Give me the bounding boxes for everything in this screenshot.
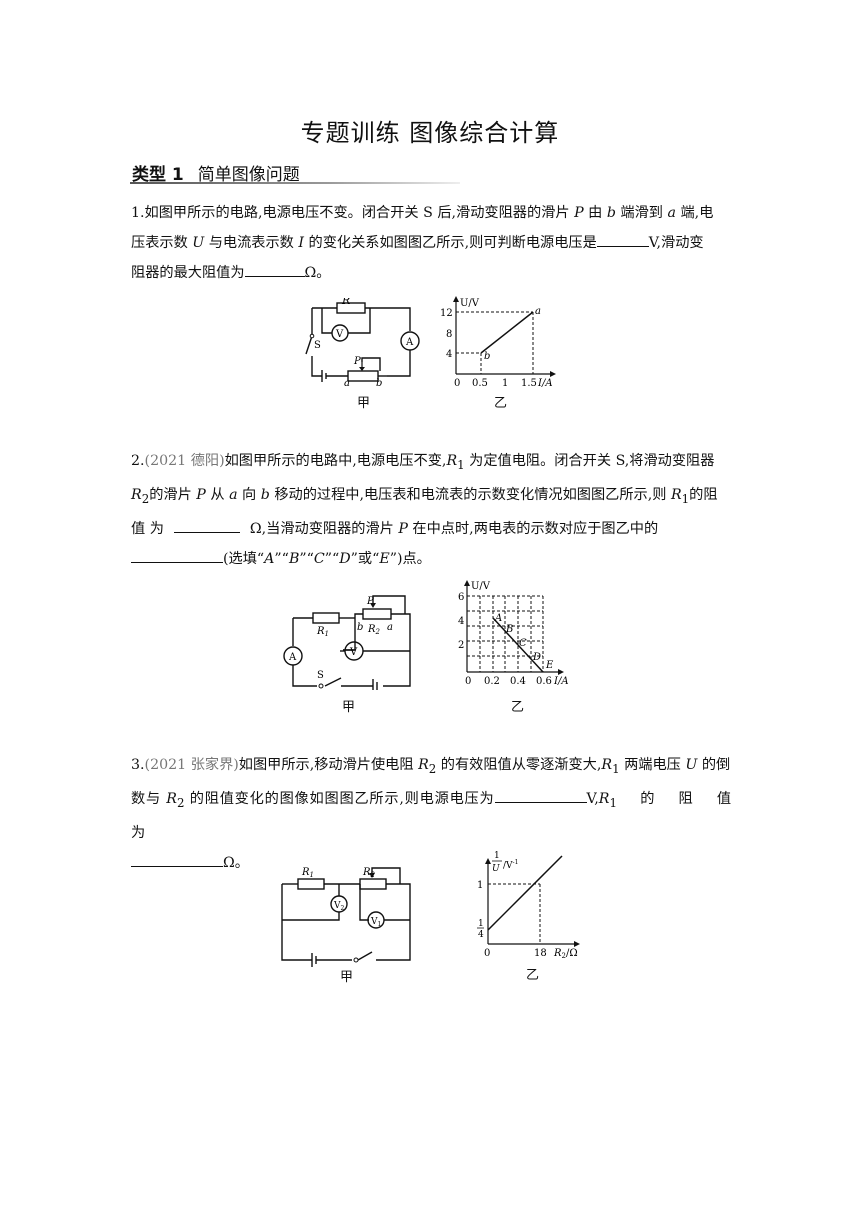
question-1: 1.如图甲所示的电路,电源电压不变。闭合开关 S 后,滑动变阻器的滑片 P 由 …: [131, 198, 731, 288]
q2-end-a-label: a: [387, 622, 393, 633]
q3-voltmeter-2-label: V2: [333, 901, 345, 912]
q1-xtick: 1: [502, 378, 508, 389]
q2-label-R2: R2: [367, 624, 381, 636]
q2-xtick: 0.6: [536, 676, 552, 687]
q3-voltmeter-1-label: V1: [370, 917, 381, 928]
question-2: 2.(2021 德阳)如图甲所示的电路中,电源电压不变,R1 为定值电阻。闭合开…: [131, 446, 731, 574]
section-name: 简单图像问题: [197, 165, 300, 185]
q1-point-a: a: [535, 306, 541, 317]
q2-point-B: B: [505, 624, 513, 635]
q2-ytick: 2: [458, 640, 464, 651]
q2-ytick: 4: [458, 616, 464, 627]
q3-inverse-u-graph: 1 U /V-1 1 1 4 0 18 R2/Ω: [477, 851, 580, 960]
q3-ytick-quarter-num: 1: [478, 919, 484, 929]
page-title: 专题训练 图像综合计算: [300, 119, 560, 147]
q1-xtick: 0.5: [472, 378, 488, 389]
q1-ytick: 12: [440, 308, 453, 319]
q3-label-R1: R1: [301, 867, 314, 879]
q1-caption-jia: 甲: [357, 396, 371, 411]
q1-switch-label: S: [314, 340, 321, 351]
q2-ylabel: U/V: [471, 581, 491, 592]
q1-caption-yi: 乙: [494, 396, 508, 411]
q1-end-b-label: b: [376, 378, 382, 388]
q3-ylabel-fraction: 1: [494, 851, 500, 861]
q1-xlabel: I/A: [537, 378, 553, 389]
q2-line-2: R2的滑片 P 从 a 向 b 移动的过程中,电压表和电流表的示数变化情况如图图…: [131, 486, 718, 506]
q3-line-3: Ω。: [131, 848, 731, 878]
q2-xtick: 0: [465, 676, 471, 687]
q2-ammeter-label: A: [288, 652, 297, 663]
q2-xtick: 0.4: [510, 676, 526, 687]
q3-xtick: 18: [534, 948, 547, 959]
q3-caption-jia: 甲: [340, 970, 354, 985]
q1-blank-voltage[interactable]: [596, 232, 649, 247]
q2-xtick: 0.2: [484, 676, 500, 687]
q3-data-line: [487, 855, 563, 931]
q3-caption-yi: 乙: [526, 968, 540, 983]
q2-point-C: C: [519, 638, 527, 649]
q1-data-line: [480, 311, 534, 354]
q2-ytick: 6: [458, 592, 464, 603]
q2-caption-jia: 甲: [342, 700, 356, 715]
q2-switch-label: S: [317, 670, 324, 681]
q2-circuit-diagram: P R1 R2 b a A S: [283, 595, 411, 690]
q2-label-R1: R1: [316, 626, 329, 638]
q1-ytick: 8: [446, 329, 452, 340]
q2-uv-graph: U/V 6 4 2 0 0.2 0.4 0.6 I/A A B C D E: [458, 580, 569, 687]
q1-blank-resistance[interactable]: [244, 262, 305, 277]
q2-blank-resistance[interactable]: [173, 518, 240, 533]
q1-xtick: 1.5: [521, 378, 537, 389]
q1-slider-P-label: P: [353, 356, 361, 367]
q1-voltmeter-label: V: [335, 329, 344, 340]
q1-point-b: b: [484, 351, 490, 362]
q1-ylabel: U/V: [460, 298, 480, 309]
q2-point-A: A: [494, 613, 502, 624]
section-tag: 类型 1: [132, 165, 184, 185]
q3-blank-voltage[interactable]: [494, 788, 587, 803]
q2-voltmeter: V: [340, 641, 410, 661]
q1-xtick: 0: [454, 378, 460, 389]
section-header: 类型 1 简单图像问题: [130, 158, 460, 185]
q3-blank-resistance[interactable]: [131, 852, 223, 867]
q3-circuit-diagram: R1 R2 V2 V1: [281, 867, 411, 967]
q3-ytick-quarter-den: 4: [478, 930, 484, 940]
q1-ammeter-label: A: [405, 337, 414, 348]
q1-ytick: 4: [446, 349, 452, 360]
section-underline: [130, 182, 460, 184]
q2-caption-yi: 乙: [511, 700, 525, 715]
q2-line-4: (选填“A”“B”“C”“D”或“E”)点。: [131, 544, 731, 574]
q3-xlabel: R2/Ω: [553, 948, 578, 960]
q1-circuit-diagram: R V A S P a b: [305, 298, 420, 388]
question-3: 3.(2021 张家界)如图甲所示,移动滑片使电阻 R2 的有效阻值从零逐渐变大…: [131, 750, 731, 878]
q3-ylabel-den: U: [492, 864, 500, 874]
q1-end-a-label: a: [344, 378, 350, 388]
q1-label-R: R: [341, 298, 350, 307]
q2-line-1: 2.(2021 德阳)如图甲所示的电路中,电源电压不变,R1 为定值电阻。闭合开…: [131, 453, 715, 472]
q1-line-1: 1.如图甲所示的电路,电源电压不变。闭合开关 S 后,滑动变阻器的滑片 P 由 …: [131, 205, 714, 221]
q1-uv-graph: U/V 12 8 4 0 0.5 1 1.5 I/A a b: [440, 296, 556, 389]
q3-ytick-1: 1: [477, 880, 483, 891]
q2-voltmeter-label: V: [349, 647, 358, 658]
q3-ylabel-unit: /V-1: [503, 859, 518, 871]
q3-label-R2: R2: [362, 867, 376, 879]
q2-data-line: [492, 617, 544, 673]
q2-point-E: E: [545, 660, 554, 671]
q2-slider-P-label: P: [366, 596, 374, 607]
section-label: 类型 1 简单图像问题: [132, 160, 300, 185]
q2-end-b-label: b: [357, 622, 363, 633]
q2-blank-point[interactable]: [131, 548, 223, 563]
q2-point-D: D: [532, 652, 541, 663]
q3-xtick: 0: [484, 948, 490, 959]
q2-xlabel: I/A: [553, 676, 569, 687]
q3-line-1: 3.(2021 张家界)如图甲所示,移动滑片使电阻 R2 的有效阻值从零逐渐变大…: [131, 757, 731, 776]
